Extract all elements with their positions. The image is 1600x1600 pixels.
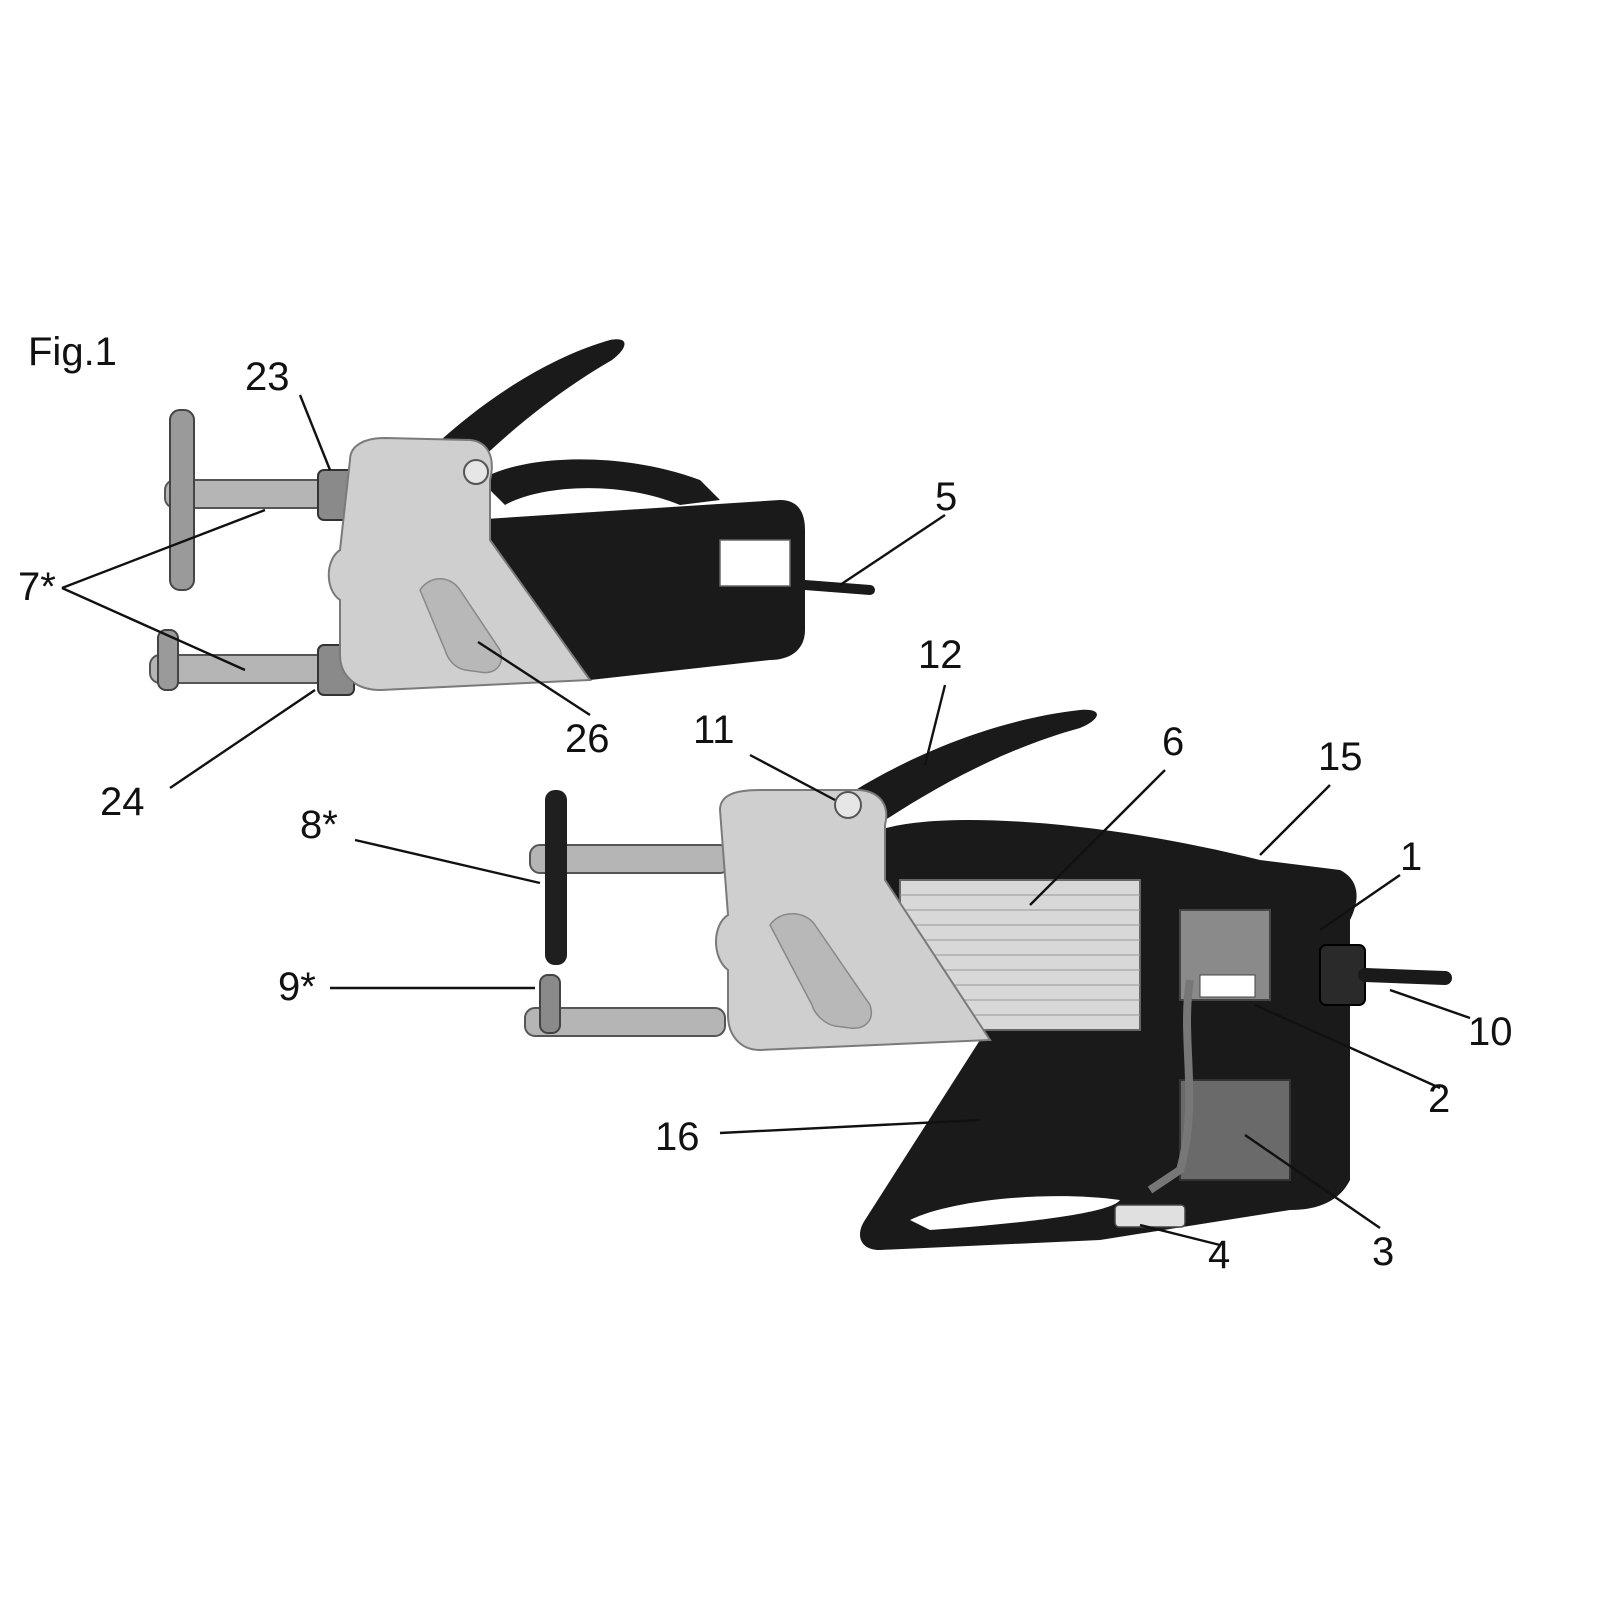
aluminium-casting bbox=[327, 436, 592, 692]
leader-8 bbox=[354, 838, 541, 885]
lower-electrode-tip bbox=[157, 629, 179, 691]
label-23: 23 bbox=[245, 355, 290, 399]
label-4: 4 bbox=[1208, 1233, 1230, 1277]
leader-7-upper bbox=[61, 508, 266, 590]
leader-24 bbox=[169, 689, 316, 789]
label-8: 8* bbox=[300, 803, 338, 847]
leader-1 bbox=[1319, 874, 1401, 931]
power-cable bbox=[800, 580, 875, 595]
lever-handle bbox=[420, 339, 625, 470]
leader-7-lower bbox=[61, 586, 246, 672]
label-6: 6 bbox=[1162, 720, 1184, 764]
leader-5 bbox=[839, 514, 946, 586]
label-3: 3 bbox=[1372, 1230, 1394, 1274]
label-1: 1 bbox=[1400, 835, 1422, 879]
label-2: 2 bbox=[1428, 1077, 1450, 1121]
housing-inner-window bbox=[910, 1196, 1120, 1230]
internal-wiring bbox=[1147, 979, 1194, 1194]
upper-electrode-tip bbox=[169, 409, 195, 591]
leader-12 bbox=[923, 684, 947, 766]
label-24: 24 bbox=[100, 780, 145, 824]
leader-10 bbox=[1389, 988, 1471, 1020]
label-7: 7* bbox=[18, 565, 56, 609]
label-16: 16 bbox=[655, 1115, 700, 1159]
pcb-module bbox=[1179, 1079, 1291, 1181]
label-12: 12 bbox=[918, 633, 963, 677]
open-power-cable bbox=[1358, 968, 1452, 985]
open-aluminium-casting bbox=[715, 789, 992, 1052]
open-lever-handle bbox=[840, 709, 1097, 830]
open-upper-tip bbox=[545, 790, 567, 965]
label-26: 26 bbox=[565, 717, 610, 761]
open-lower-arm bbox=[524, 1007, 726, 1037]
leader-11 bbox=[749, 753, 836, 802]
opened-welder-illustration bbox=[524, 709, 1452, 1250]
open-casting-recess bbox=[769, 913, 872, 1029]
label-9: 9* bbox=[278, 965, 316, 1009]
leader-lines bbox=[61, 394, 1471, 1247]
leader-15 bbox=[1259, 784, 1331, 856]
leader-3 bbox=[1244, 1134, 1381, 1229]
leader-16 bbox=[719, 1118, 981, 1135]
label-5: 5 bbox=[935, 475, 957, 519]
casting-recess bbox=[419, 578, 502, 674]
leader-26 bbox=[477, 640, 591, 717]
figure-title: Fig.1 bbox=[28, 330, 117, 374]
label-10: 10 bbox=[1468, 1010, 1513, 1054]
leader-2 bbox=[1254, 1003, 1441, 1090]
label-11: 11 bbox=[693, 708, 735, 752]
pivot-bolt bbox=[463, 459, 489, 485]
label-15: 15 bbox=[1318, 735, 1363, 779]
leader-4 bbox=[1139, 1223, 1221, 1247]
leader-23 bbox=[298, 394, 332, 471]
transformer-fins bbox=[900, 894, 1140, 1016]
carry-handle bbox=[480, 459, 720, 505]
leader-6 bbox=[1029, 769, 1166, 906]
callout-labels: Fig.1 23 5 7* 24 26 12 11 6 15 1 8* 9* 1… bbox=[18, 330, 1513, 1277]
rating-plate bbox=[719, 539, 791, 587]
open-lower-tip bbox=[539, 974, 561, 1034]
open-pivot-bolt bbox=[834, 791, 862, 819]
contact-terminals bbox=[1114, 1204, 1186, 1228]
contactor-label bbox=[1199, 974, 1256, 998]
